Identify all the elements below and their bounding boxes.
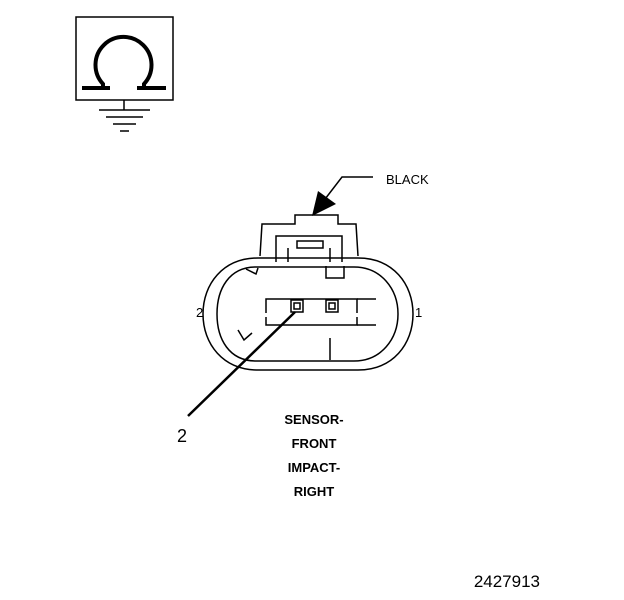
- connector-body: [202, 214, 414, 371]
- color-callout-arrow: [312, 176, 373, 216]
- terminal-callout-label: 2: [177, 426, 187, 446]
- terminal-cavity-2: [290, 299, 304, 313]
- connector-name-line-3: IMPACT-: [288, 460, 340, 475]
- terminal-callout-leader: [187, 311, 296, 417]
- pin-label-left: 2: [196, 305, 203, 320]
- connector-color-label: BLACK: [386, 172, 429, 187]
- terminal-cavity-1: [325, 299, 339, 313]
- pin-label-right: 1: [415, 305, 422, 320]
- connector-name-line-2: FRONT: [292, 436, 337, 451]
- figure-id: 2427913: [474, 572, 540, 591]
- connector-name-line-4: RIGHT: [294, 484, 335, 499]
- ohmmeter-ground-icon: [75, 16, 174, 132]
- connector-name-line-1: SENSOR-: [284, 412, 343, 427]
